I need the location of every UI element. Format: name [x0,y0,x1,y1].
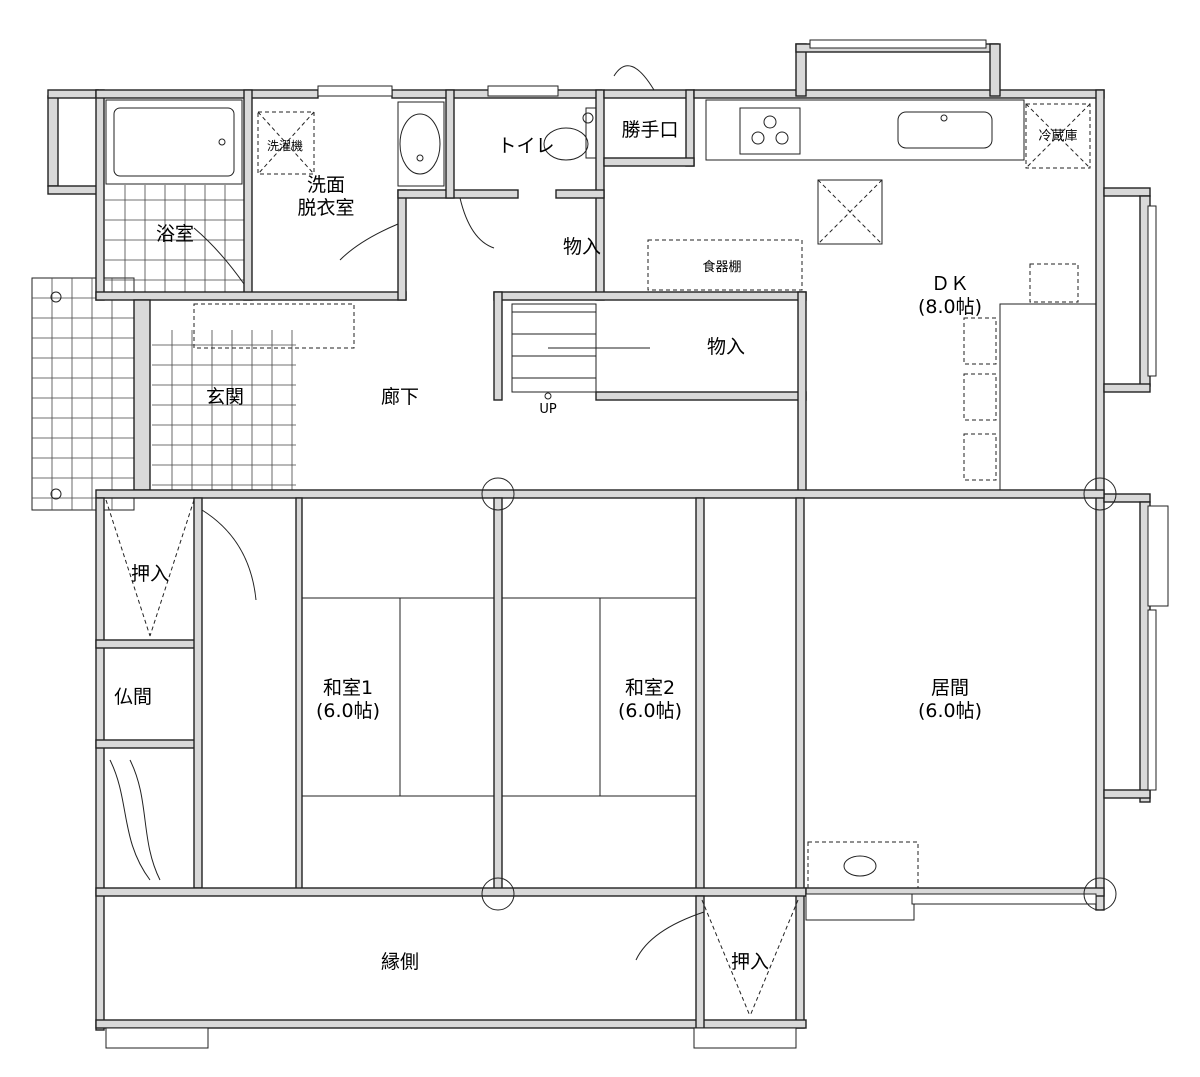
laundry-label: 洗濯機 [267,138,303,153]
entrance-label: 玄関 [206,386,244,408]
bath-floor-tiles [105,185,245,292]
entrance-porch [31,277,135,511]
hallway-label: 廊下 [381,386,419,408]
walls [47,43,1151,1031]
washitsu2-label-2: (6.0帖) [618,700,682,722]
room-labels: 洗濯機 洗面 脱衣室 浴室 トイレ 勝手口 冷蔵庫 物入 食器棚 ＤＫ (8.0… [114,119,1078,973]
butsuma-label: 仏間 [114,686,152,708]
washitsu2-label-1: 和室2 [625,677,675,699]
windows [105,39,1169,1049]
bath-label: 浴室 [156,223,194,245]
storage-small-label: 物入 [563,236,601,258]
storage-stair-label: 物入 [707,336,745,358]
dish-shelf-label: 食器棚 [702,259,741,275]
stairs-up-label: UP [539,402,557,417]
fixtures [105,65,1117,1017]
closet-left-label: 押入 [131,563,169,585]
washitsu1-label-1: 和室1 [323,677,373,699]
dk-label-1: ＤＫ [931,273,969,295]
back-door-label: 勝手口 [621,119,678,141]
toilet-label: トイレ [497,135,554,157]
refrigerator-label: 冷蔵庫 [1038,129,1077,144]
entrance-floor-tiles [152,330,296,490]
washroom-label-2: 脱衣室 [297,197,354,219]
engawa-label: 縁側 [381,951,419,973]
washroom-label-1: 洗面 [307,174,345,196]
living-label-2: (6.0帖) [918,700,982,722]
living-label-1: 居間 [931,677,969,699]
closet-bottom-label: 押入 [731,951,769,973]
washitsu1-label-2: (6.0帖) [316,700,380,722]
dk-label-2: (8.0帖) [918,296,982,318]
